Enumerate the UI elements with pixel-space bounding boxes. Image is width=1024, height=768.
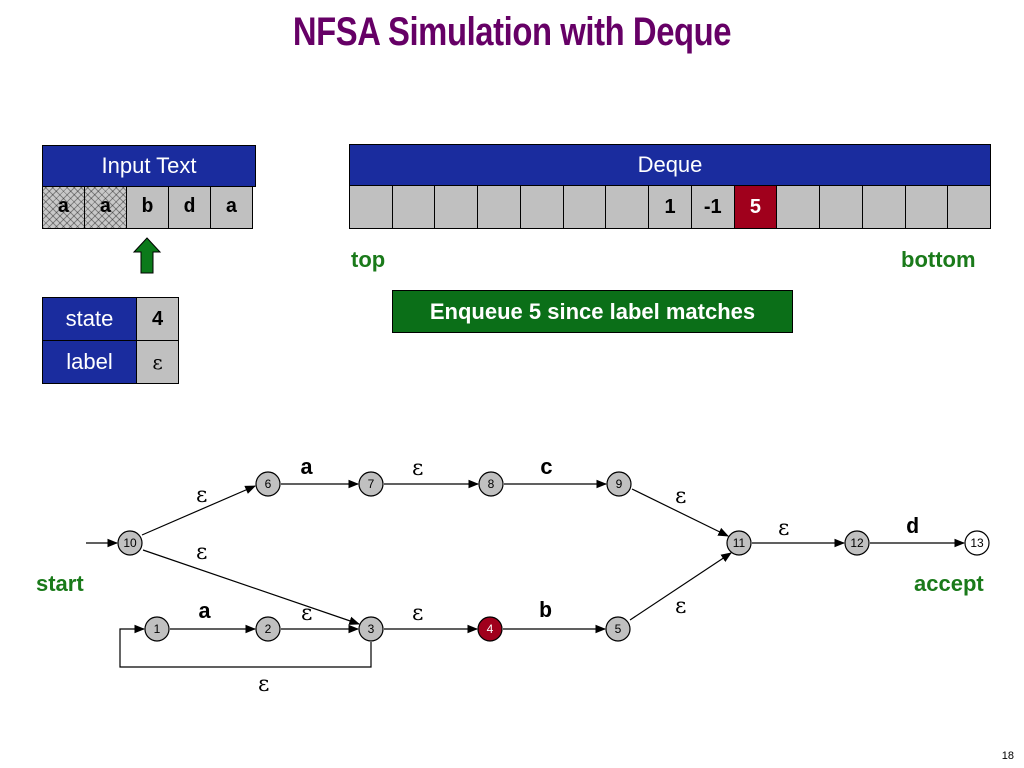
deque-cell — [434, 185, 479, 229]
nfa-state-circle — [964, 530, 990, 556]
deque-cell — [349, 185, 393, 229]
nfa-state-1: 1 — [144, 616, 170, 642]
nfa-state-label: 9 — [616, 477, 623, 491]
nfa-state-4: 4 — [477, 616, 503, 642]
nfa-state-circle — [117, 530, 143, 556]
nfa-state-circle — [358, 471, 384, 497]
edge-10-3 — [142, 549, 361, 625]
edge-5-11 — [629, 552, 732, 621]
nfa-state-circle — [144, 616, 170, 642]
nfa-state-label: 7 — [368, 477, 375, 491]
nfa-state-label: 10 — [123, 536, 137, 550]
state-label-table: state 4 label ε — [42, 297, 179, 384]
page-title: NFSA Simulation with Deque — [292, 10, 732, 54]
deque-cell — [819, 185, 863, 229]
status-message: Enqueue 5 since label matches — [392, 290, 793, 333]
nfa-state-circle — [606, 471, 632, 497]
deque-top-label: top — [351, 247, 386, 272]
deque-cell — [391, 185, 436, 229]
nfa-state-label: 12 — [850, 536, 864, 550]
label-row: label ε — [42, 340, 179, 384]
nfa-state-8: 8 — [478, 471, 504, 497]
input-char-cell: a — [210, 186, 253, 229]
nfa-state-2: 2 — [255, 616, 281, 642]
nfa-state-circle — [255, 616, 281, 642]
input-pointer-arrow-icon — [132, 237, 162, 274]
edge-label-4-5: b — [539, 599, 552, 624]
nfa-state-9: 9 — [606, 471, 632, 497]
nfa-state-label: 1 — [154, 622, 161, 636]
edge-label-9-11: ε — [675, 484, 686, 509]
nfa-state-circle — [844, 530, 870, 556]
edge-label-11-12: ε — [778, 516, 789, 541]
edge-label-6-7: a — [300, 456, 313, 481]
edge-label-12-13: d — [906, 515, 919, 540]
nfa-state-label: 5 — [615, 622, 622, 636]
nfa-state-11: 11 — [726, 530, 752, 556]
page-number: 18 — [1001, 750, 1014, 762]
nfa-state-label: 4 — [487, 622, 494, 636]
deque-cell — [605, 185, 650, 229]
input-char-cell: a — [42, 186, 85, 229]
edge-label-10-3: ε — [196, 540, 207, 565]
deque-bottom-label: bottom — [901, 247, 976, 272]
nfa-state-label: 11 — [733, 536, 746, 550]
edge-label-10-6: ε — [196, 483, 207, 508]
nfa-state-5: 5 — [605, 616, 631, 642]
edge-10-6 — [141, 485, 256, 536]
nfa-state-label: 6 — [265, 477, 272, 491]
edge-label-7-8: ε — [412, 456, 423, 481]
nfa-state-circle — [726, 530, 752, 556]
deque-cell — [947, 185, 992, 229]
input-char-cell: a — [84, 186, 127, 229]
edge-9-11 — [631, 488, 729, 537]
nfa-state-10: 10 — [117, 530, 143, 556]
edge-label-8-9: c — [540, 456, 553, 481]
nfa-state-circle — [478, 471, 504, 497]
nfa-state-circle — [605, 616, 631, 642]
nfa-state-circle — [358, 616, 384, 642]
deque-header: Deque — [349, 144, 991, 186]
nfa-state-6: 6 — [255, 471, 281, 497]
deque-cell: -1 — [690, 185, 735, 229]
deque-cell — [861, 185, 906, 229]
nfa-state-label: 8 — [488, 477, 495, 491]
nfa-state-circle — [255, 471, 281, 497]
edge-label-3-1-loop: ε — [258, 672, 269, 697]
nfa-state-12: 12 — [844, 530, 870, 556]
edge-label-5-11: ε — [675, 594, 686, 619]
nfa-state-label: 13 — [970, 536, 984, 550]
nfa-state-3: 3 — [358, 616, 384, 642]
input-char-cell: b — [126, 186, 169, 229]
edge-label-2-3: ε — [301, 601, 312, 626]
nfa-state-circle — [477, 616, 503, 642]
edge-label-1-2: a — [198, 600, 211, 625]
edge-label-3-4: ε — [412, 601, 423, 626]
start-label: start — [36, 571, 84, 596]
nfa-state-13: 13 — [964, 530, 990, 556]
label-value: ε — [136, 340, 179, 384]
state-row: state 4 — [42, 297, 179, 341]
accept-label: accept — [914, 571, 984, 596]
nfa-state-7: 7 — [358, 471, 384, 497]
edge-3-1-loop — [119, 624, 372, 668]
state-value: 4 — [136, 297, 179, 341]
nfa-state-label: 3 — [368, 622, 375, 636]
input-text-header: Input Text — [42, 145, 256, 187]
nfa-state-label: 2 — [265, 622, 272, 636]
label-key: label — [42, 340, 137, 384]
deque-cell — [562, 185, 607, 229]
